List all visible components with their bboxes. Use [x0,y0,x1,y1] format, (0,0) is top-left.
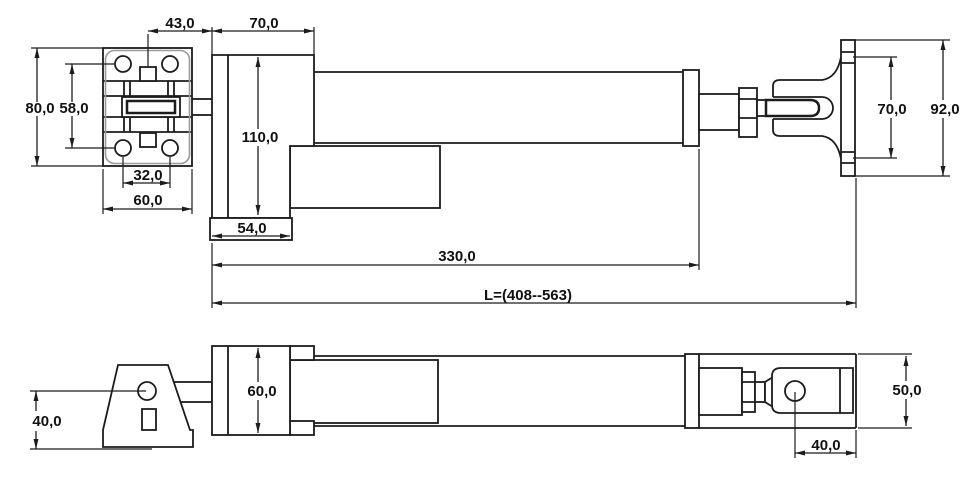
dim-label-flange-inner: 70,0 [877,101,906,118]
clevis-prong-top [772,56,842,97]
clevis-prong-bottom [772,119,842,160]
rod-nut-side [741,371,756,413]
rear-mount-slot [141,408,157,431]
cylinder-tube [314,69,700,147]
dim-label-hole-spacing-v: 58,0 [59,100,88,117]
rod-housing-side [698,367,743,416]
dim-label-foot-width: 54,0 [237,220,266,237]
gearbox-side [211,345,315,436]
clevis-block-side [771,367,854,414]
dim-label-gearbox-width: 70,0 [249,15,278,32]
dim-label-bracket-width: 60,0 [133,192,162,209]
dim-label-overall-length: L=(408--563) [484,287,572,304]
gearbox [209,54,315,241]
rod-housing [698,93,740,131]
dim-label-body-length: 330,0 [438,248,476,265]
dim-label-gearbox-height: 110,0 [242,129,279,146]
motor-body [289,145,441,209]
cylinder-tube-side [314,353,700,429]
rear-tab-bottom [139,132,157,148]
tube-end-cap [682,69,700,147]
rear-tab-top [139,66,157,82]
top-view: 43,0 70,0 80,0 58,0 110,0 32,0 60,0 54,0… [25,15,960,308]
piston-rod-side [754,381,766,403]
dim-label-clevis-offset: 40,0 [811,437,840,454]
dim-label-bracket-height: 80,0 [25,100,54,117]
mount-hole [114,139,132,157]
rear-clevis-pin [125,99,177,115]
tube-flange-tab-bottom [289,420,315,436]
clevis-slot [773,96,834,120]
mount-hole [161,55,179,73]
side-view: 40,0 60,0 50,0 40,0 [30,345,922,458]
rod-end-tongue [764,98,821,118]
rod-nut [738,87,758,138]
mount-hole [161,139,179,157]
rod-assembly [698,56,842,160]
tube-end-cap-side [684,353,700,429]
dim-label-flange-height: 92,0 [930,101,959,118]
rear-mount-side [102,364,194,448]
front-flange [840,39,856,177]
dim-label-hole-spacing-h: 32,0 [133,167,162,184]
dim-label-rear-mount-height: 40,0 [32,413,61,430]
dim-label-front-depth: 50,0 [892,382,921,399]
dim-label-gearbox-depth: 60,0 [247,383,276,400]
front-bracket-side [698,353,857,429]
dim-label-pin-offset: 43,0 [165,15,194,32]
motor-body-side [289,359,439,424]
mount-hole [114,55,132,73]
rear-bracket [102,47,193,167]
tube-flange-tab-top [289,345,315,361]
